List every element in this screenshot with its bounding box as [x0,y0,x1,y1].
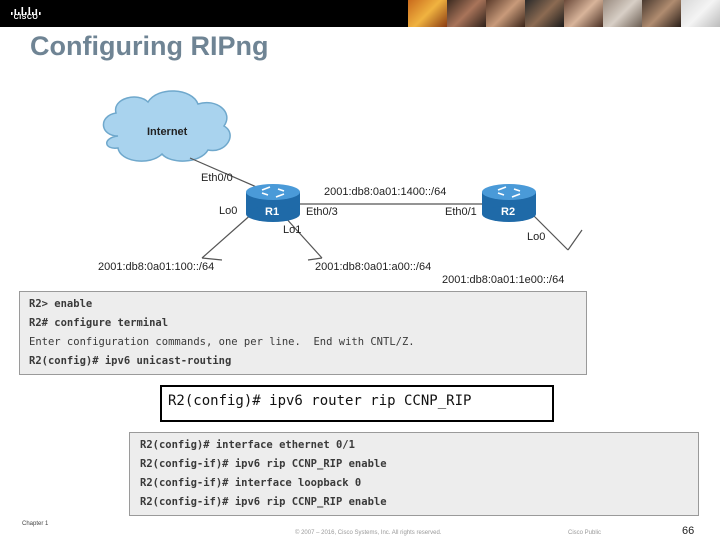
header-photo [603,0,642,27]
header-bar: CISCO [0,0,720,27]
cloud-label: Internet [147,126,188,138]
r1-lo1-label: Lo1 [283,224,301,236]
header-photo [525,0,564,27]
cli-line: R2(config)# interface ethernet 0/1 [140,439,355,451]
r1-lo0-prefix: 2001:db8:0a01:100::/64 [98,261,214,273]
router-r1-label: R1 [265,206,279,218]
header-photo [642,0,681,27]
r1-r2-prefix: 2001:db8:0a01:1400::/64 [324,186,446,198]
footer-chapter: Chapter 1 [22,521,49,527]
router-r2-label: R2 [501,206,515,218]
r1-lo0-link [201,211,255,259]
cli-line: R2(config-if)# ipv6 rip CCNP_RIP enable [140,458,387,470]
cli-line: Enter configuration commands, one per li… [29,336,415,348]
r2-eth01-label: Eth0/1 [445,206,477,218]
page-number: 66 [682,525,695,537]
r2-lo0-link [529,211,569,251]
cisco-logo: CISCO [9,4,43,22]
topology-diagram: Internet R1 R2 Eth0/0 Lo0 Eth0/3 Lo1 Eth… [98,90,583,286]
header-photo [447,0,486,27]
r1-lo1-link [283,215,323,259]
cli-output-enable: R2> enable R2# configure terminal Enter … [19,291,587,375]
header-photo-strip [408,0,720,27]
r2-lo0-label: Lo0 [527,231,545,243]
cli-line: R2(config-if)# ipv6 rip CCNP_RIP enable [140,496,387,508]
r1-eth00-label: Eth0/0 [201,172,233,184]
cisco-bars-icon [11,7,41,15]
logo-wordmark: CISCO [13,14,39,21]
cli-line: R2(config)# ipv6 unicast-routing [29,355,232,367]
cli-line: R2(config-if)# interface loopback 0 [140,477,362,489]
cli-line: R2> enable [29,298,93,310]
router-r2-icon [482,184,536,222]
header-photo [564,0,603,27]
router-r1-icon [246,184,300,222]
header-photo [681,0,720,27]
internet-cloud-icon [102,90,231,162]
r1-lo1-prefix: 2001:db8:0a01:a00::/64 [315,261,431,273]
router-rip-command: R2(config)# ipv6 router rip CCNP_RIP [160,385,554,422]
r1-lo0-label: Lo0 [219,205,237,217]
header-photo [408,0,447,27]
r2-lo0-prefix: 2001:db8:0a01:1e00::/64 [442,274,564,286]
r1-eth03-label: Eth0/3 [306,206,338,218]
footer-classification: Cisco Public [568,530,602,536]
cli-line: R2# configure terminal [29,317,169,329]
cli-output-interfaces: R2(config)# interface ethernet 0/1 R2(co… [129,432,699,516]
page-title: Configuring RIPng [30,31,269,61]
header-photo [486,0,525,27]
footer-copyright: © 2007 – 2016, Cisco Systems, Inc. All r… [295,530,442,536]
